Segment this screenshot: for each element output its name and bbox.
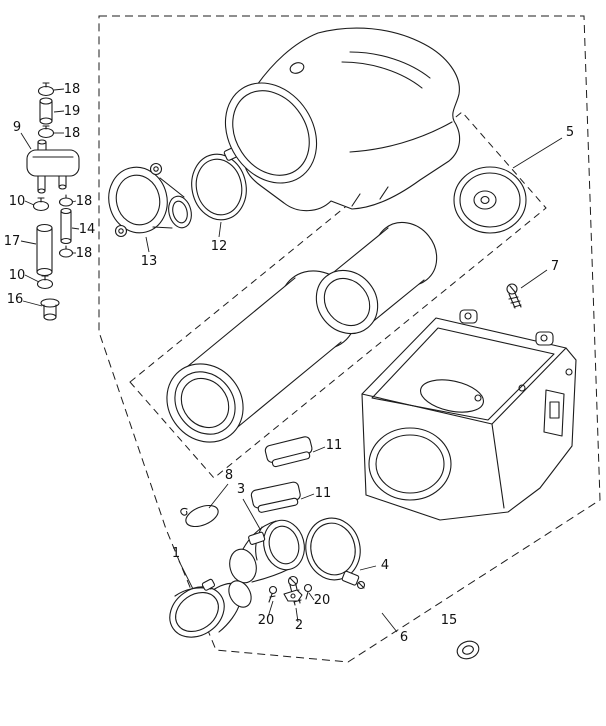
callout-9: 9 — [13, 120, 21, 135]
cover-inlet-snout — [224, 82, 318, 184]
cable-bracket — [283, 589, 303, 602]
callout-18-1: 18 — [64, 82, 81, 97]
hose-clamp-18-second — [37, 125, 55, 139]
callout-5: 5 — [566, 125, 574, 140]
callout-18-4: 18 — [76, 246, 93, 261]
callout-20-1: 20 — [314, 593, 331, 608]
callout-6: 6 — [400, 630, 408, 645]
callout-14: 14 — [79, 222, 96, 237]
pipe-14 — [60, 207, 72, 245]
screw-20-right — [303, 583, 313, 600]
carb-joint-3 — [229, 519, 305, 584]
airbox-cover — [224, 27, 461, 212]
callout-labels: 18 19 18 9 10 18 14 17 18 10 16 13 12 5 … — [4, 82, 574, 645]
callout-19: 19 — [64, 104, 81, 119]
callout-8: 8 — [225, 468, 233, 483]
hose-clamp-18-fourth — [58, 245, 74, 258]
round-element-cap — [453, 166, 527, 234]
callout-13: 13 — [141, 254, 158, 269]
screw-7 — [506, 283, 522, 309]
filter-element-5 — [166, 166, 527, 443]
air-cleaner-case-6 — [361, 309, 577, 521]
assembly-boundary-dashed — [98, 15, 601, 663]
cap-11-upper — [264, 436, 313, 468]
leader-lines — [20, 88, 563, 633]
callout-3: 3 — [237, 482, 245, 497]
cap-16 — [40, 298, 60, 321]
vent-hose-assembly — [26, 82, 80, 321]
hose-clamp-10-lower — [36, 275, 54, 290]
callout-10-1: 10 — [9, 194, 26, 209]
hose-clamp-18-third — [58, 194, 74, 207]
callout-11-1: 11 — [326, 438, 343, 453]
callout-11-2: 11 — [315, 486, 332, 501]
pipe-17 — [36, 223, 53, 277]
callout-20-2: 20 — [258, 613, 275, 628]
intake-duct-1 — [169, 578, 252, 638]
callout-18-2: 18 — [64, 126, 81, 141]
intake-joint-13 — [108, 162, 192, 238]
grommet-15 — [456, 640, 480, 660]
clamp-ring-4 — [305, 517, 366, 590]
callout-17: 17 — [4, 234, 21, 249]
callout-1: 1 — [172, 546, 180, 561]
callout-15: 15 — [441, 613, 458, 628]
cap-11-lower — [250, 481, 301, 513]
filter-assembly-boundary-dashed — [129, 111, 547, 479]
callout-12: 12 — [211, 239, 228, 254]
clip-ring-8 — [180, 504, 219, 528]
callout-10-2: 10 — [9, 268, 26, 283]
hose-clamp-10-upper — [32, 197, 50, 212]
callout-2: 2 — [295, 618, 303, 633]
callout-18-3: 18 — [76, 194, 93, 209]
check-valve-9 — [26, 139, 80, 194]
pipe-19 — [39, 97, 53, 125]
callout-4: 4 — [381, 558, 389, 573]
callout-7: 7 — [551, 259, 559, 274]
callout-16: 16 — [7, 292, 24, 307]
screw-20-left — [268, 585, 278, 603]
hose-clamp-18-top — [37, 82, 55, 97]
